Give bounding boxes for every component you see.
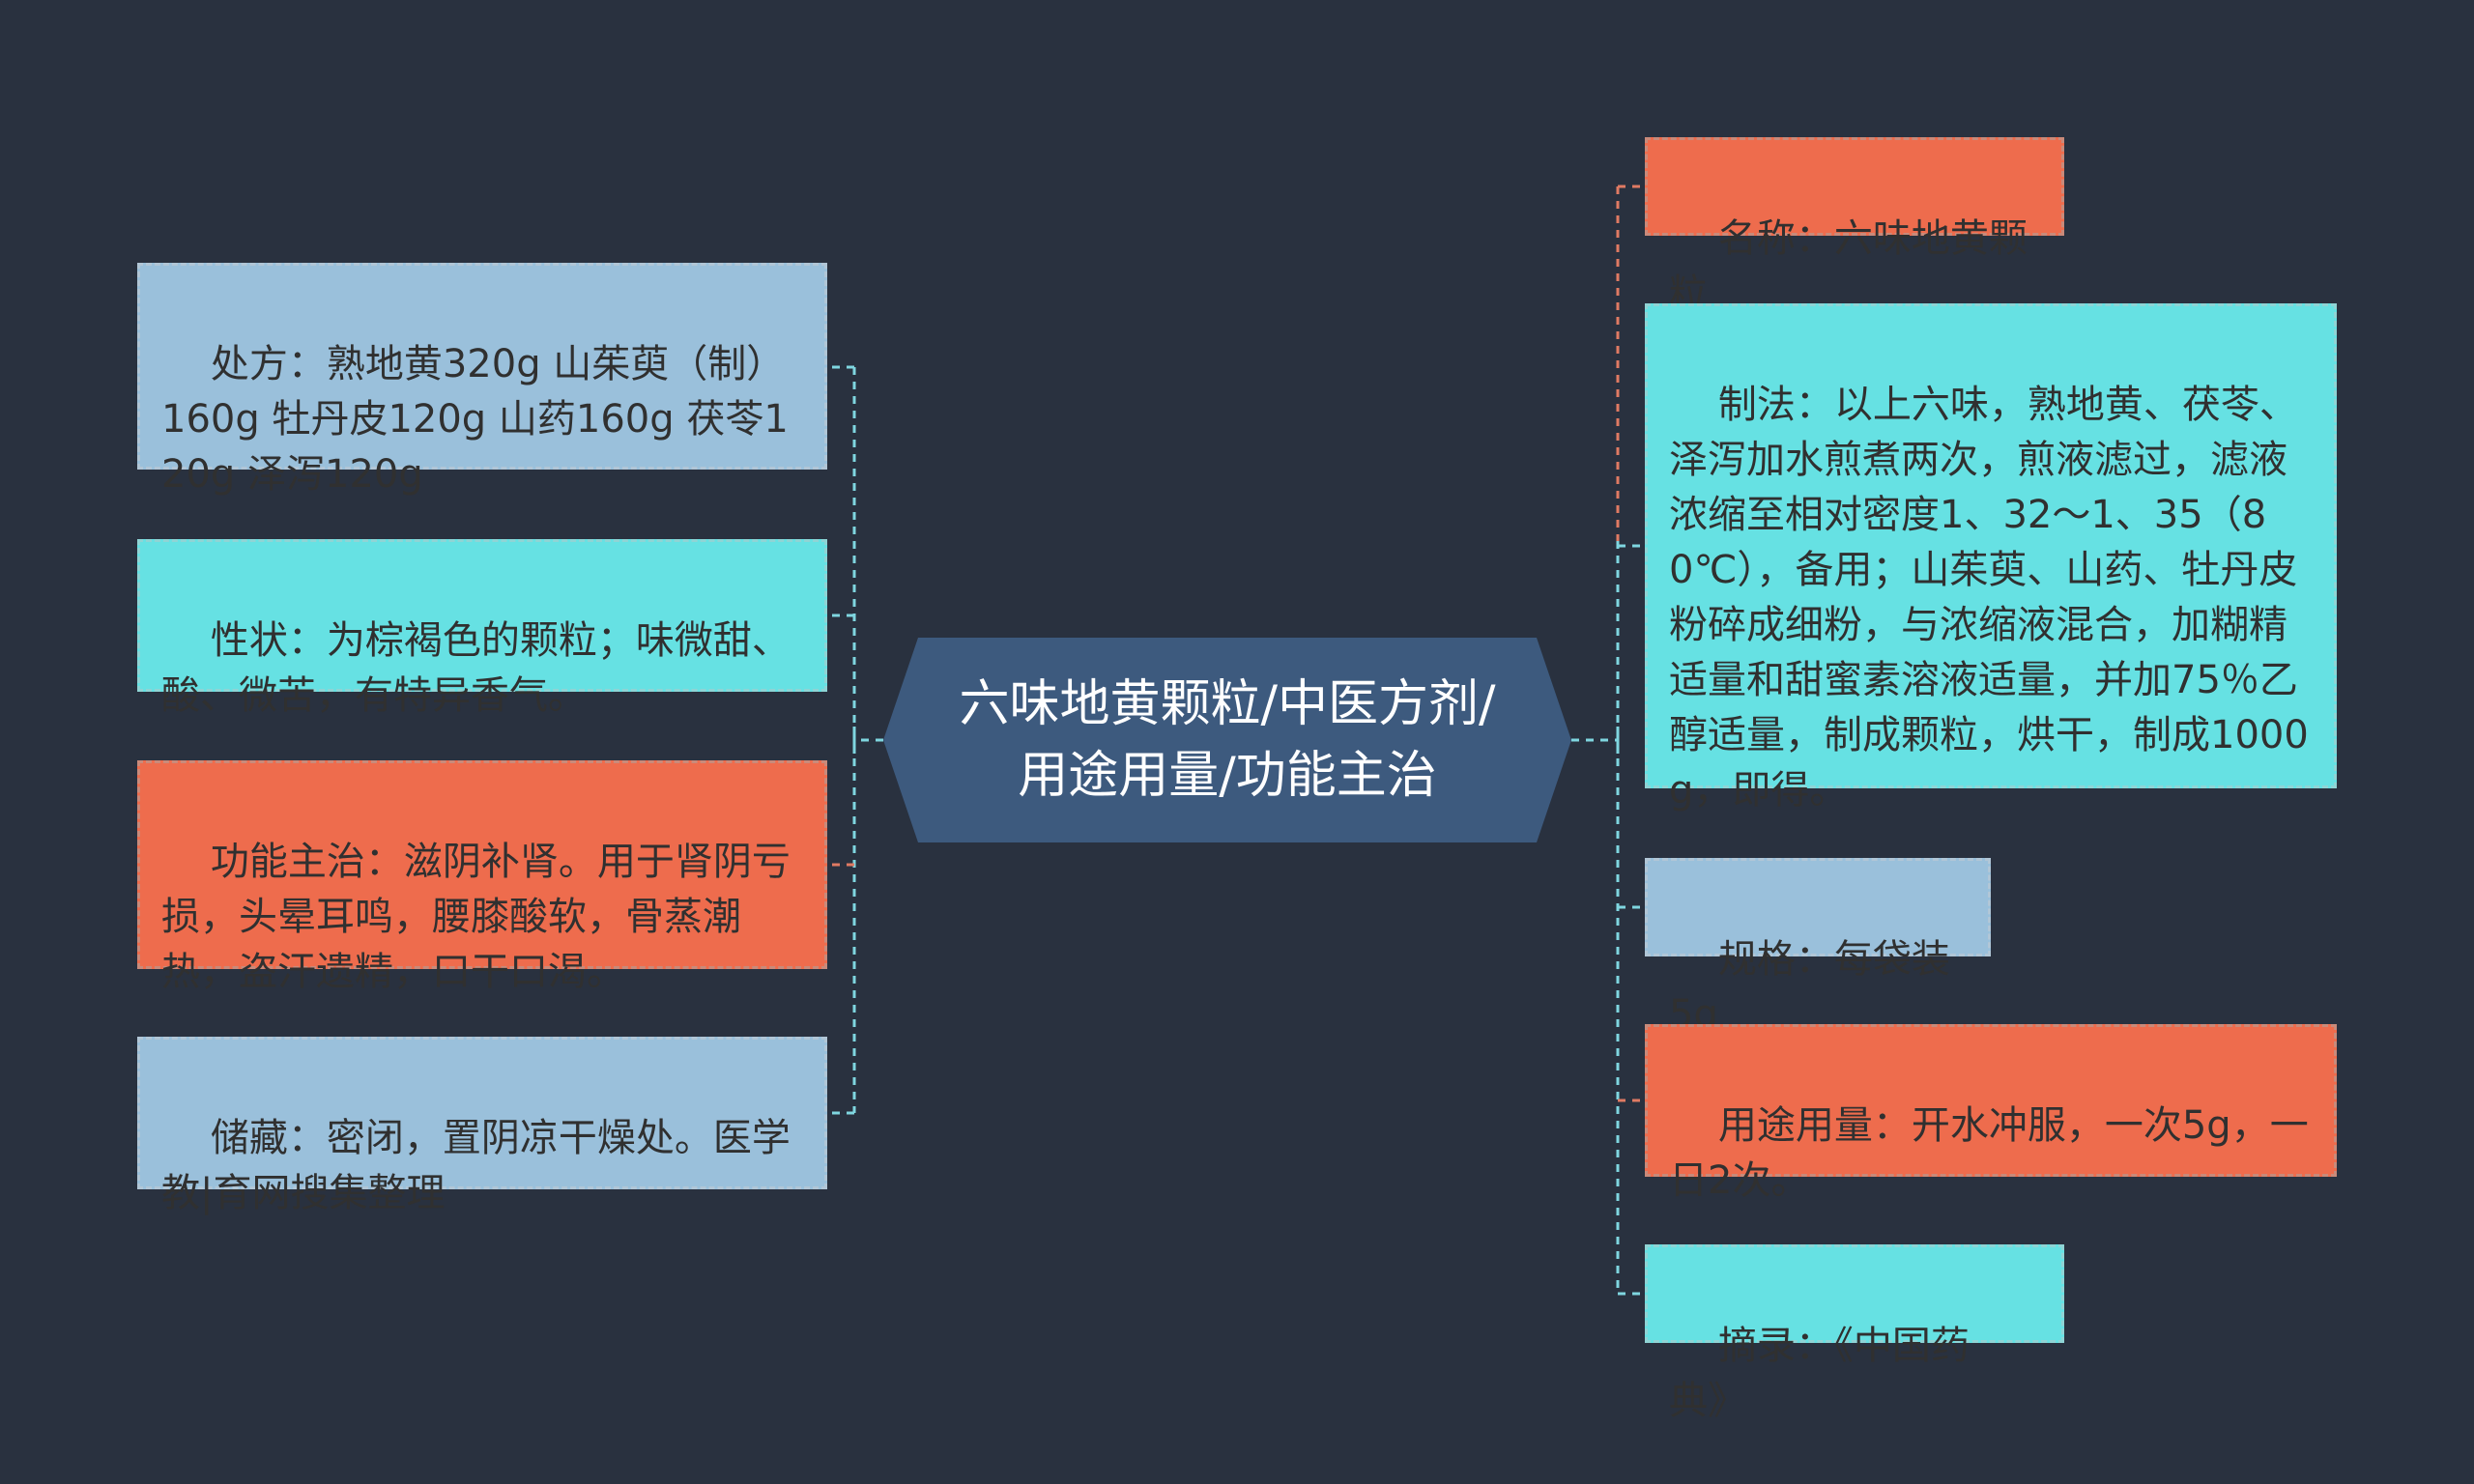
node-preparation[interactable]: 制法：以上六味，熟地黄、茯苓、泽泻加水煎煮两次，煎液滤过，滤液浓缩至相对密度1、…	[1645, 303, 2337, 813]
node-usage-dosage-text: 用途用量：开水冲服，一次5g，一日2次。	[1669, 1103, 2309, 1203]
node-properties[interactable]: 性状：为棕褐色的颗粒；味微甜、酸、微苦，有特异香气。	[137, 539, 827, 718]
node-prescription[interactable]: 处方：熟地黄320g 山茱萸（制）160g 牡丹皮120g 山药160g 茯苓1…	[137, 263, 827, 497]
node-indications-text: 功能主治：滋阴补肾。用于肾阴亏损，头晕耳鸣，腰膝酸软，骨蒸潮热，盗汗遗精，口干口…	[161, 840, 791, 994]
node-storage[interactable]: 储藏：密闭，置阴凉干燥处。医学教|育网搜集整理	[137, 1037, 827, 1215]
root-node-shape	[883, 638, 1571, 842]
node-preparation-text: 制法：以上六味，熟地黄、茯苓、泽泻加水煎煮两次，煎液滤过，滤液浓缩至相对密度1、…	[1669, 383, 2309, 813]
node-specification[interactable]: 规格：每袋装5g	[1645, 858, 1991, 1037]
node-properties-text: 性状：为棕褐色的颗粒；味微甜、酸、微苦，有特异香气。	[161, 618, 791, 718]
node-prescription-text: 处方：熟地黄320g 山茱萸（制）160g 牡丹皮120g 山药160g 茯苓1…	[161, 342, 789, 497]
root-node[interactable]: 六味地黄颗粒/中医方剂/ 用途用量/功能主治	[883, 638, 1571, 842]
node-excerpt-text: 摘录：《中国药典》	[1669, 1324, 1970, 1423]
node-name[interactable]: 名称：六味地黄颗粒	[1645, 137, 2064, 316]
root-node-label: 六味地黄颗粒/中医方剂/ 用途用量/功能主治	[959, 675, 1496, 805]
node-excerpt[interactable]: 摘录：《中国药典》	[1645, 1244, 2064, 1423]
node-storage-text: 储藏：密闭，置阴凉干燥处。医学教|育网搜集整理	[161, 1116, 791, 1215]
node-indications[interactable]: 功能主治：滋阴补肾。用于肾阴亏损，头晕耳鸣，腰膝酸软，骨蒸潮热，盗汗遗精，口干口…	[137, 760, 827, 994]
node-usage-dosage[interactable]: 用途用量：开水冲服，一次5g，一日2次。	[1645, 1024, 2337, 1203]
